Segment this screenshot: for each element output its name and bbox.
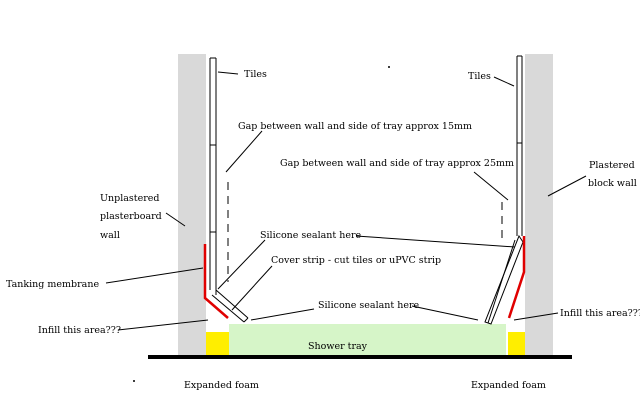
label-unplastered-3: wall [100,230,120,241]
leader-gap-right [473,171,509,201]
leader-infill-right [513,312,559,321]
floor-line [148,355,572,359]
label-tanking: Tanking membrane [6,279,99,290]
label-foam-left: Expanded foam [184,380,259,391]
left-cover-strip-a [215,289,249,319]
leader-infill-left [117,319,209,331]
leader-cover-strip [231,265,273,311]
foam-block-right [508,332,525,356]
leader-tiles-right [493,76,515,87]
label-silicone-bottom: Silicone sealant here [318,300,420,311]
leader-silicone-top-left [217,239,266,290]
label-silicone-top: Silicone sealant here [260,230,362,241]
label-gap-right: Gap between wall and side of tray approx… [280,158,514,169]
right-cover-strip-inner [487,239,516,324]
left-cover-strip-end [243,317,249,323]
leader-tanking [105,267,204,284]
label-plastered-2: block wall [588,178,637,189]
label-shower-tray: Shower tray [308,341,368,352]
label-cover-strip: Cover strip - cut tiles or uPVC strip [271,255,441,266]
leader-tiles-left [217,71,239,75]
shower-tray [229,324,506,356]
stray-mark-2 [133,380,135,382]
label-infill-right: Infill this area??? [560,308,640,319]
right-wall [525,54,553,356]
leader-silicone-bottom-left [250,308,315,321]
stray-mark-1 [388,66,390,68]
leader-gap-left [225,130,263,173]
left-tanking-membrane [203,244,229,319]
label-tiles-left: Tiles [244,69,267,80]
foam-block-left [206,332,229,356]
label-plastered-1: Plastered [589,160,635,171]
right-tanking-membrane [507,236,526,319]
right-cover-strip [484,234,524,325]
left-cover-strip-b [211,294,245,323]
label-foam-right: Expanded foam [471,380,546,391]
left-wall [178,54,206,356]
leader-silicone-bottom-right [411,305,479,321]
leader-plastered [547,175,587,197]
leader-silicone-top-right [355,235,516,248]
leader-unplastered [165,212,186,227]
label-gap-left: Gap between wall and side of tray approx… [238,121,472,132]
label-infill-left: Infill this area??? [38,325,121,336]
label-tiles-right: Tiles [468,71,491,82]
label-unplastered-2: plasterboard [100,211,162,222]
label-unplastered-1: Unplastered [100,193,159,204]
